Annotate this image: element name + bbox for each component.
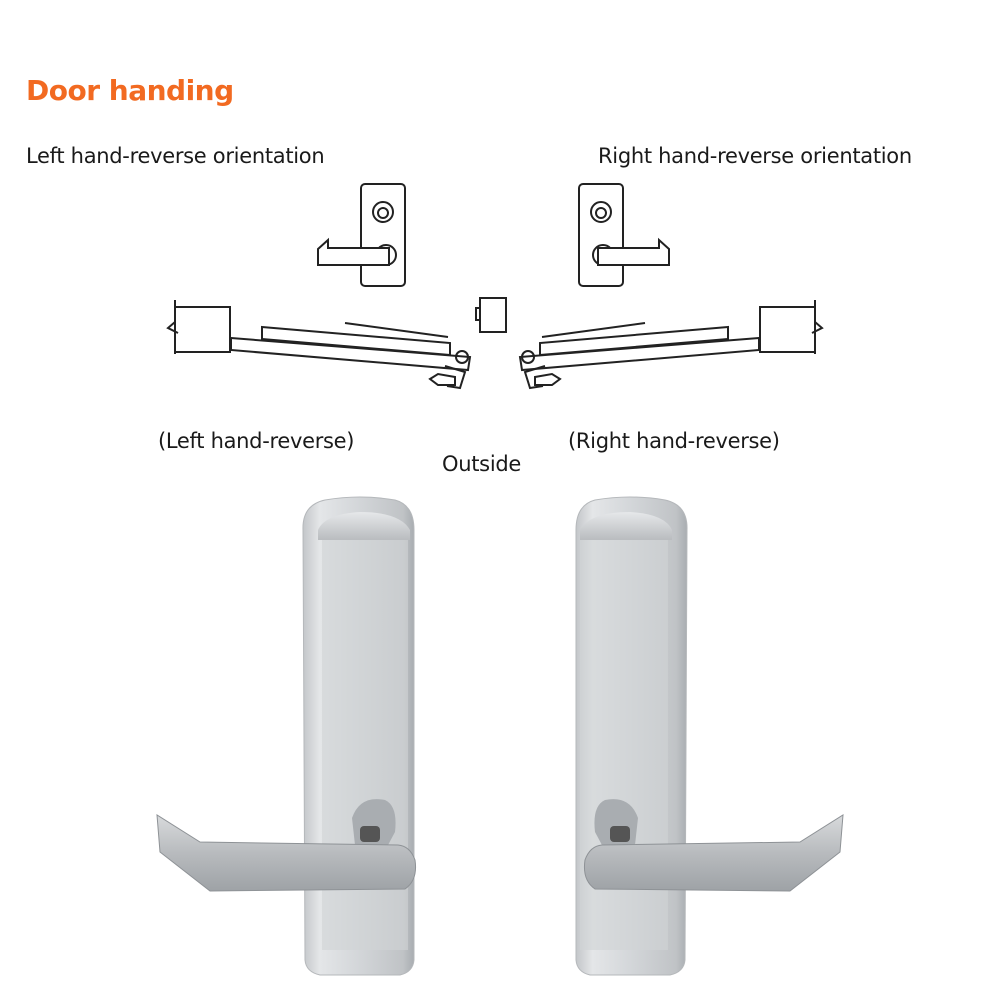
left-hand-reverse-caption: (Left hand-reverse) [158, 429, 355, 453]
strike-drawing [475, 297, 507, 333]
outside-caption: Outside [442, 452, 521, 476]
right-hand-reverse-caption: (Right hand-reverse) [568, 429, 780, 453]
right-door-plan [518, 300, 824, 390]
left-lever-trim-photo [156, 496, 416, 976]
page-title: Door handing [26, 74, 234, 107]
left-orientation-label: Left hand-reverse orientation [26, 144, 325, 168]
right-trim-drawing [578, 183, 670, 287]
left-trim-drawing [317, 183, 406, 287]
right-lever-trim-photo [575, 496, 844, 976]
left-door-plan [166, 300, 472, 390]
right-orientation-label: Right hand-reverse orientation [598, 144, 912, 168]
